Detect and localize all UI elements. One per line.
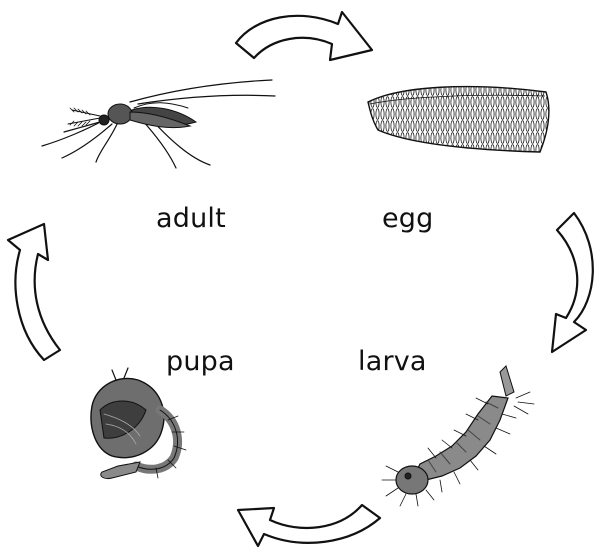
arrow-pupa-to-adult xyxy=(8,224,60,360)
arrow-egg-to-larva xyxy=(552,213,593,352)
stage-label-adult: adult xyxy=(156,205,226,232)
arrow-larva-to-pupa xyxy=(238,505,380,546)
stage-label-egg: egg xyxy=(382,205,434,232)
egg-raft-icon xyxy=(368,87,549,152)
mosquito-adult-icon xyxy=(42,80,275,168)
mosquito-pupa-icon xyxy=(91,368,186,479)
mosquito-larva-icon xyxy=(382,366,534,506)
stage-label-pupa: pupa xyxy=(166,348,235,375)
arrow-adult-to-egg xyxy=(236,12,372,60)
stage-label-larva: larva xyxy=(358,348,427,375)
